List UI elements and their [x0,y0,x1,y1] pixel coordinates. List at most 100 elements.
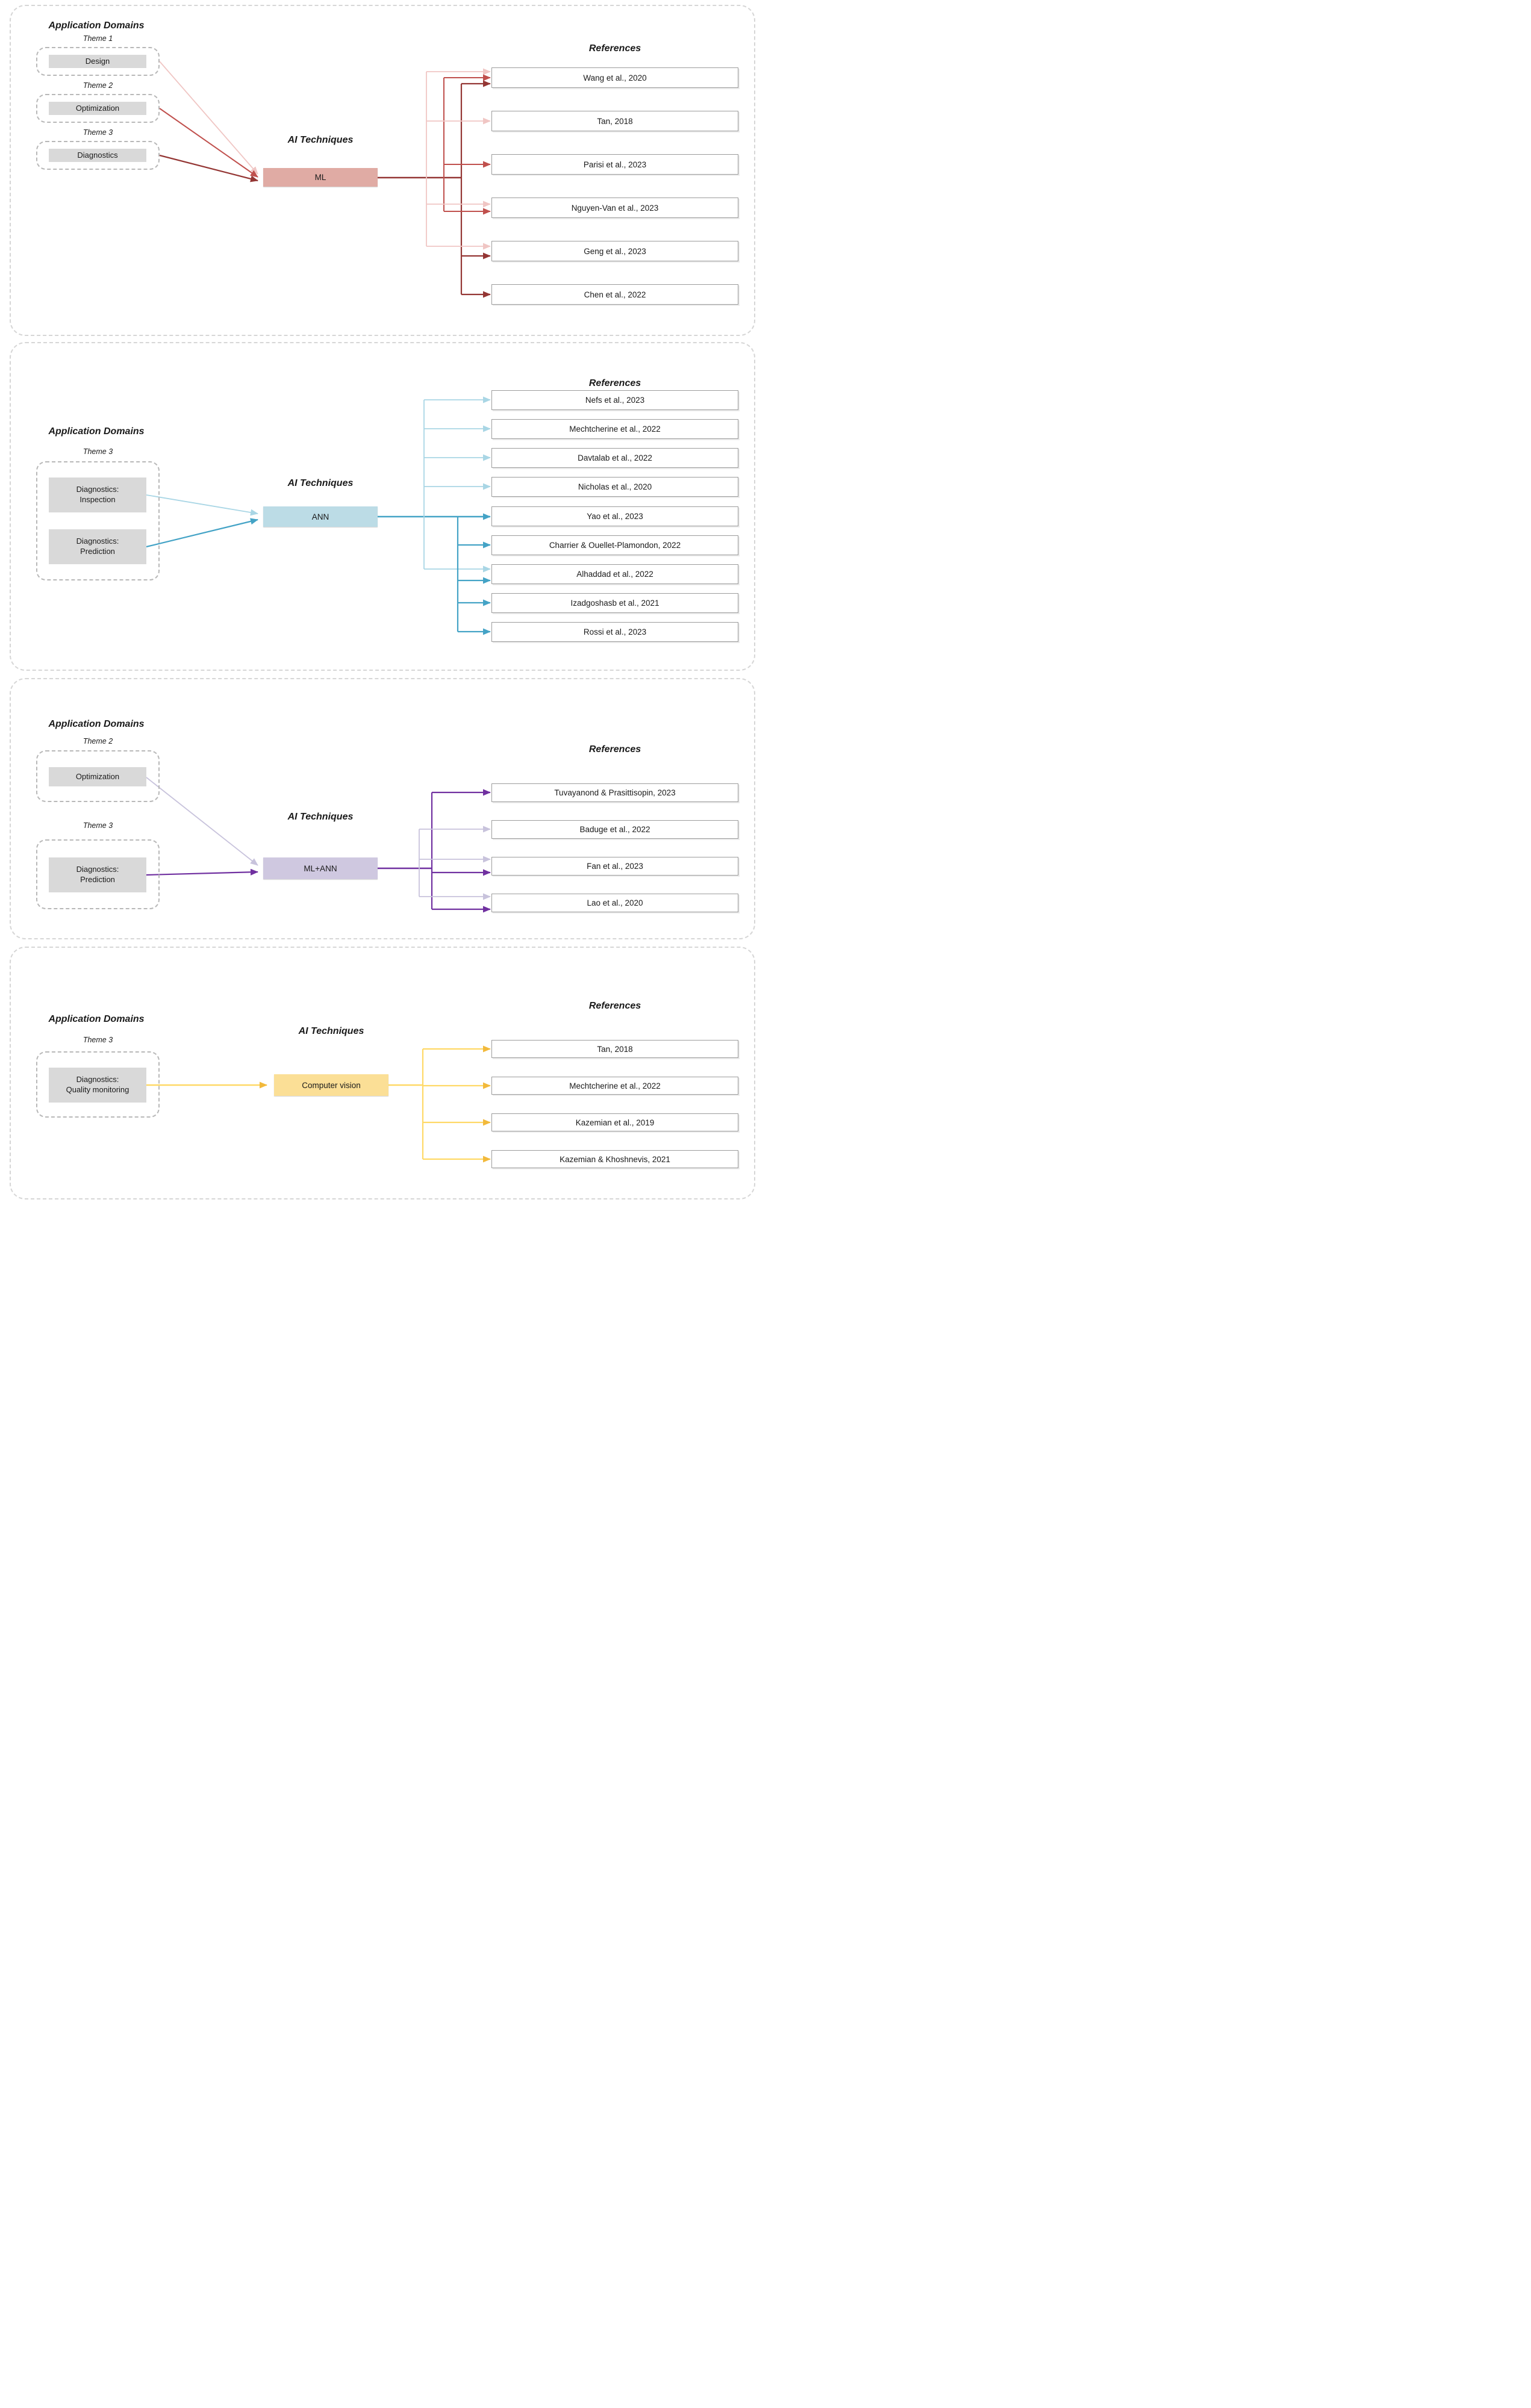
theme-label: Theme 3 [83,1036,113,1044]
reference-box-parisi-2023: Parisi et al., 2023 [491,154,738,175]
domain-item-label: Prediction [80,875,115,884]
reference-box-tan-2018: Tan, 2018 [491,111,738,131]
reference-label: Alhaddad et al., 2022 [576,570,653,579]
reference-label: Izadgoshasb et al., 2021 [570,599,659,608]
reference-label: Nefs et al., 2023 [585,396,645,405]
panel-ml-ann-wires [146,777,491,913]
reference-box-tuvayanond-prasittisopin-2023: Tuvayanond & Prasittisopin, 2023 [491,783,738,802]
reference-label: Kazemian et al., 2019 [575,1118,655,1127]
panel-ann-wires [146,396,491,635]
theme-label: Theme 2 [83,81,113,90]
domain-item-diagnostics-prediction: Diagnostics: Prediction [49,529,146,564]
reference-box-mechtcherine-2022: Mechtcherine et al., 2022 [491,1077,738,1095]
reference-box-izadgoshasb-2021: Izadgoshasb et al., 2021 [491,593,738,613]
reference-label: Mechtcherine et al., 2022 [569,425,661,434]
theme-label: Theme 3 [83,128,113,137]
domain-item-label: Design [85,56,110,66]
theme-group-box [36,839,160,909]
domain-item-label: Quality monitoring [66,1085,129,1094]
reference-box-baduge-2022: Baduge et al., 2022 [491,820,738,839]
technique-label: ML+ANN [304,863,337,873]
panel-ml-ann-section [10,678,755,939]
domain-item-label: Inspection [80,495,116,504]
domain-item-diagnostics-inspection: Diagnostics: Inspection [49,478,146,512]
domain-item-label: Diagnostics: [76,1075,119,1084]
technique-box-ann: ANN [263,506,378,527]
domains-column-title: Application Domains [48,1014,145,1024]
technique-box-computer-vision: Computer vision [274,1074,388,1096]
domains-column-title: Application Domains [48,20,145,31]
panel-cv-wires [146,1045,491,1163]
domain-item-design: Design [49,55,146,68]
ai-techniques-column-title: AI Techniques [287,135,354,145]
references-column-title: References [588,1001,641,1011]
reference-box-davtalab-2022: Davtalab et al., 2022 [491,448,738,468]
references-column-title: References [588,744,641,754]
domain-item-label: Diagnostics: [76,537,119,546]
panel-ml-section [10,5,755,336]
domain-item-diagnostics-prediction: Diagnostics: Prediction [49,857,146,892]
technique-label: ML [314,173,326,182]
reference-label: Nicholas et al., 2020 [578,482,652,491]
reference-label: Baduge et al., 2022 [579,825,650,834]
theme-group-box [36,461,160,580]
panel-cv-section [10,947,755,1199]
reference-label: Tan, 2018 [597,116,633,126]
theme-label: Theme 1 [83,34,113,43]
domain-item-label: Diagnostics: [76,865,119,874]
domain-item-label: Diagnostics: [76,485,119,494]
reference-label: Yao et al., 2023 [587,512,643,521]
references-column-title: References [588,43,641,54]
reference-label: Tuvayanond & Prasittisopin, 2023 [554,788,676,797]
reference-label: Fan et al., 2023 [587,862,643,871]
reference-box-geng-2023: Geng et al., 2023 [491,241,738,261]
reference-box-alhaddad-2022: Alhaddad et al., 2022 [491,564,738,584]
domain-item-label: Diagnostics [77,150,118,160]
reference-box-lao-2020: Lao et al., 2020 [491,894,738,912]
theme-group-box [36,141,160,170]
reference-box-mechtcherine-2022: Mechtcherine et al., 2022 [491,419,738,439]
domain-item-diagnostics-quality-monitoring: Diagnostics: Quality monitoring [49,1068,146,1103]
reference-box-kazemian-2019: Kazemian et al., 2019 [491,1113,738,1131]
reference-label: Rossi et al., 2023 [583,627,647,636]
reference-label: Geng et al., 2023 [584,246,646,256]
technique-box-ml-ann: ML+ANN [263,857,378,879]
technique-label: Computer vision [302,1080,361,1090]
ai-techniques-column-title: AI Techniques [298,1026,364,1036]
theme-label: Theme 3 [83,447,113,456]
reference-box-nicholas-2020: Nicholas et al., 2020 [491,477,738,497]
references-column-title: References [588,378,641,388]
domain-item-diagnostics: Diagnostics [49,149,146,162]
reference-box-charrier-ouellet-plamondon-2022: Charrier & Ouellet-Plamondon, 2022 [491,535,738,555]
reference-box-chen-2022: Chen et al., 2022 [491,284,738,305]
ai-techniques-column-title: AI Techniques [287,812,354,822]
reference-box-fan-2023: Fan et al., 2023 [491,857,738,876]
theme-group-box [36,94,160,123]
reference-label: Parisi et al., 2023 [583,160,647,169]
reference-box-nguyen-van-2023: Nguyen-Van et al., 2023 [491,198,738,218]
reference-label: Chen et al., 2022 [584,290,646,299]
domains-column-title: Application Domains [48,426,145,437]
reference-box-tan-2018: Tan, 2018 [491,1040,738,1058]
theme-group-box [36,750,160,802]
domain-item-label: Optimization [75,771,120,781]
reference-label: Lao et al., 2020 [587,898,643,907]
panel-ml-wires [159,61,491,298]
domain-item-label: Optimization [75,103,120,113]
theme-group-box [36,47,160,76]
reference-label: Charrier & Ouellet-Plamondon, 2022 [549,541,681,550]
technique-label: ANN [311,512,329,521]
theme-label: Theme 3 [83,821,113,830]
reference-label: Kazemian & Khoshnevis, 2021 [560,1154,670,1164]
reference-box-kazemian-khoshnevis-2021: Kazemian & Khoshnevis, 2021 [491,1150,738,1168]
domain-item-label: Prediction [80,547,115,556]
reference-label: Wang et al., 2020 [583,73,647,82]
domain-item-optimization: Optimization [49,102,146,115]
domain-item-optimization: Optimization [49,767,146,786]
reference-label: Tan, 2018 [597,1044,633,1054]
theme-group-box [36,1051,160,1118]
technique-box-ml: ML [263,168,378,187]
theme-label: Theme 2 [83,737,113,745]
reference-label: Mechtcherine et al., 2022 [569,1081,661,1090]
connector-wires-svg [146,61,491,1163]
